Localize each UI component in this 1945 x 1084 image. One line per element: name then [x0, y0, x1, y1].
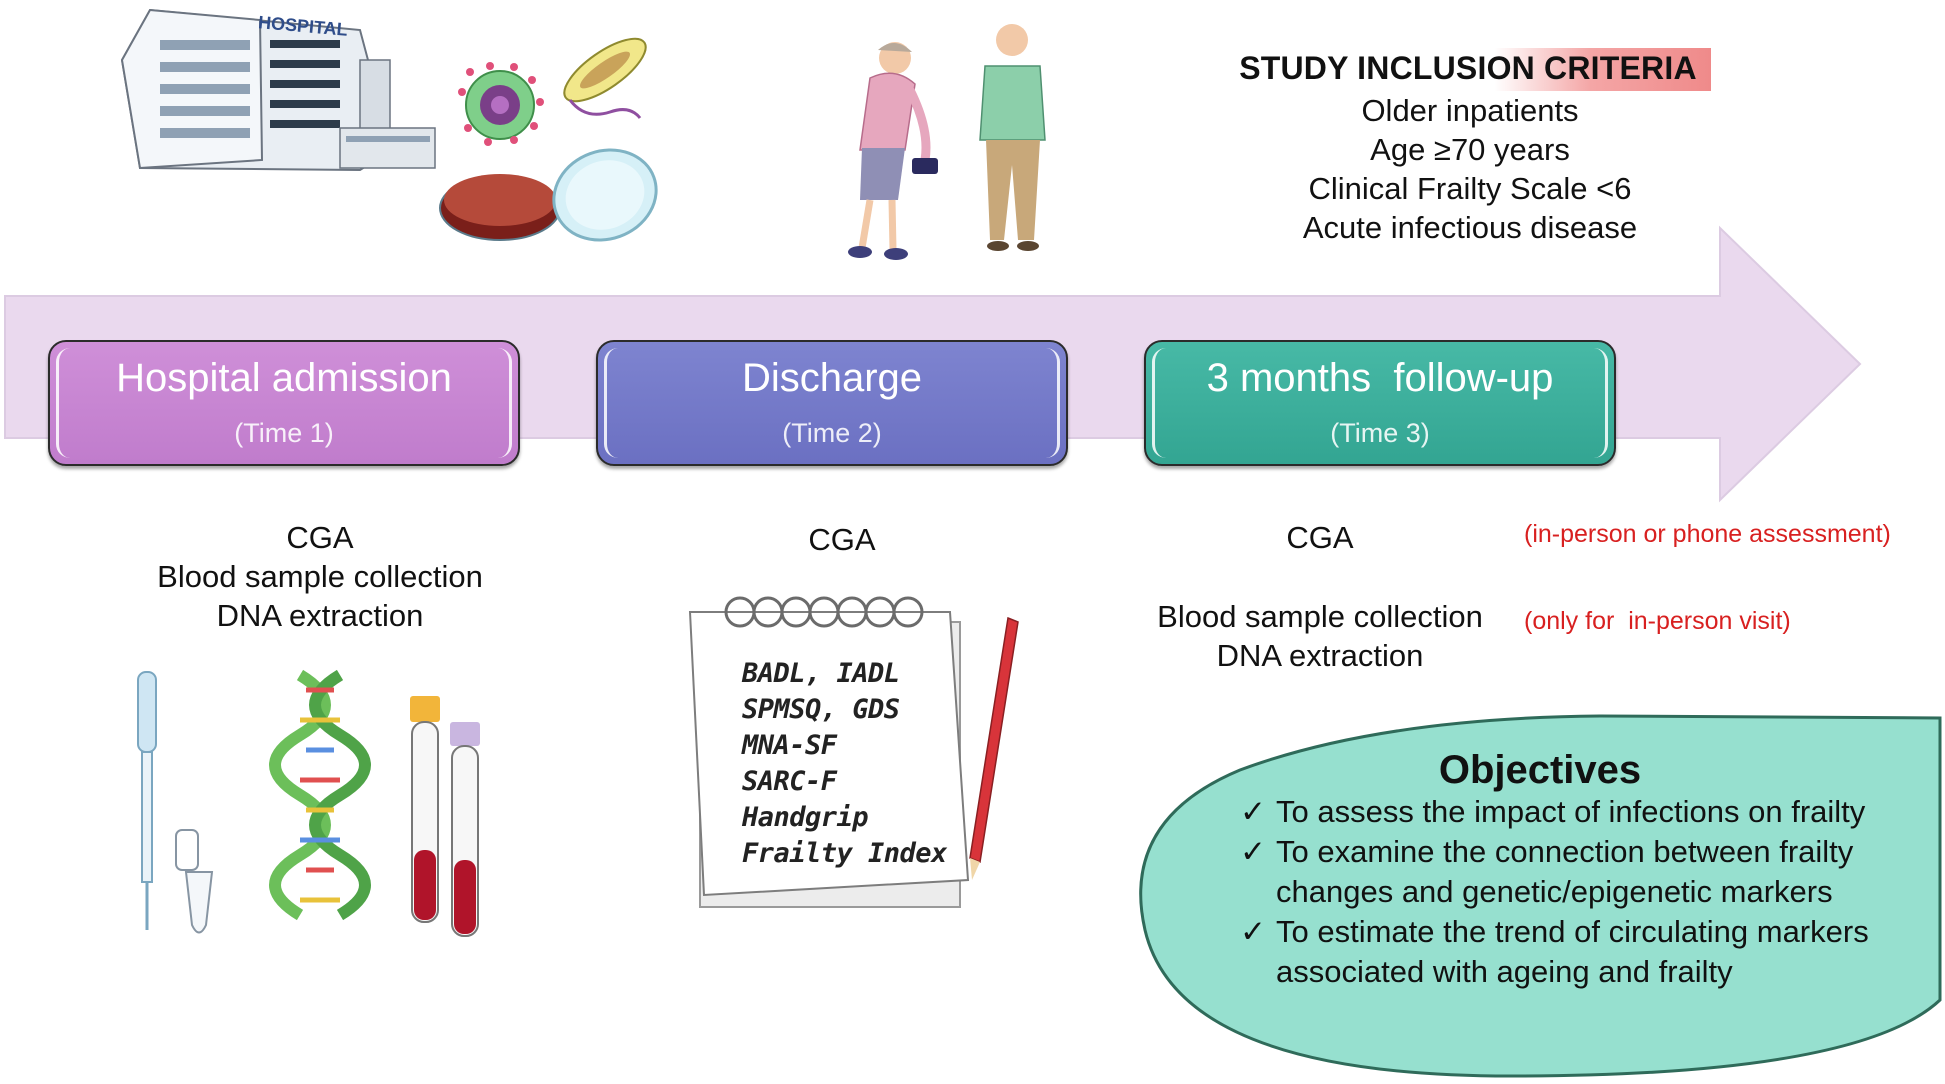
activity-label: Blood sample collection — [1157, 599, 1483, 634]
objectives-title: Objectives — [1438, 748, 1642, 792]
activity-label: Blood sample collection — [157, 559, 483, 594]
criteria-line: Clinical Frailty Scale <6 — [1308, 171, 1632, 206]
phase-time: (Time 3) — [1330, 418, 1430, 448]
criteria-line: Acute infectious disease — [1302, 210, 1638, 245]
objectives-bubble — [1139, 714, 1942, 1078]
phase-time: (Time 1) — [234, 418, 334, 448]
objective-item: ✓ To examine the connection between frai… — [1240, 832, 1940, 912]
dna-helix-icon — [269, 669, 371, 921]
phase-discharge: Discharge (Time 2) — [596, 340, 1068, 466]
notepad-icon — [688, 596, 1019, 908]
elderly-couple-icon — [848, 24, 1046, 260]
phase-hospital-admission: Hospital admission (Time 1) — [48, 340, 520, 466]
objectives-list: ✓ To assess the impact of infections on … — [1240, 792, 1940, 992]
notepad-list: BADL, IADL SPMSQ, GDS MNA-SF SARC-F Hand… — [742, 656, 947, 872]
objective-item: ✓ To assess the impact of infections on … — [1240, 792, 1940, 832]
notepad-item: SARC-F — [742, 766, 837, 797]
criteria-title: STUDY INCLUSION CRITERIA — [1229, 48, 1711, 91]
phase-title: Discharge — [741, 356, 923, 400]
pathogen-icon — [458, 37, 647, 146]
notepad-item: BADL, IADL — [742, 658, 900, 689]
criteria-line: Older inpatients — [1361, 93, 1579, 128]
notepad-item: Frailty Index — [742, 838, 947, 869]
checkmark-icon: ✓ — [1240, 914, 1266, 949]
inclusion-criteria: STUDY INCLUSION CRITERIA Older inpatient… — [1180, 48, 1760, 247]
time3-activities: Blood sample collection DNA extraction — [1130, 597, 1510, 675]
checkmark-icon: ✓ — [1240, 794, 1266, 829]
blood-tube-icon — [410, 696, 480, 937]
checkmark-icon: ✓ — [1240, 834, 1266, 869]
activity-label: CGA — [286, 520, 354, 555]
notepad-item: MNA-SF — [742, 730, 837, 761]
time2-cga: CGA — [808, 522, 876, 557]
activity-label: DNA extraction — [216, 598, 424, 633]
criteria-line: Age ≥70 years — [1370, 132, 1570, 167]
petri-dish-icon — [439, 148, 658, 242]
time1-activities: CGA Blood sample collection DNA extracti… — [110, 518, 530, 635]
notepad-item: Handgrip — [742, 802, 869, 833]
phase-follow-up: 3 months follow-up (Time 3) — [1144, 340, 1616, 466]
objective-text: To estimate the trend of circulating mar… — [1276, 914, 1869, 989]
time3-cga: CGA — [1286, 520, 1354, 555]
phase-time: (Time 2) — [782, 418, 882, 448]
activity-label: DNA extraction — [1216, 638, 1424, 673]
objective-item: ✓ To estimate the trend of circulating m… — [1240, 912, 1940, 992]
notepad-item: SPMSQ, GDS — [742, 694, 900, 725]
phase-title: 3 months follow-up — [1206, 356, 1554, 400]
blood-note: (only for in-person visit) — [1524, 607, 1791, 635]
hospital-building-icon — [120, 8, 436, 172]
phase-title: Hospital admission — [116, 356, 452, 400]
objective-text: To examine the connection between frailt… — [1276, 834, 1854, 909]
pipette-icon — [137, 671, 214, 934]
cga-note: (in-person or phone assessment) — [1524, 520, 1891, 548]
objective-text: To assess the impact of infections on fr… — [1276, 794, 1866, 829]
